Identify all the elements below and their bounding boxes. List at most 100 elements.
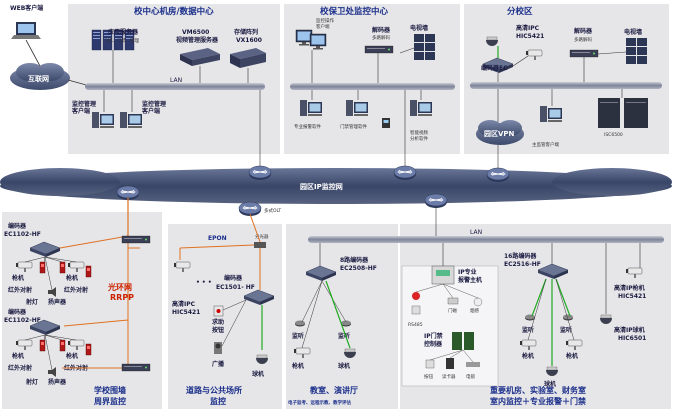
mon-client-2-label-b: 客户端 (141, 107, 160, 115)
road-dots: • • • (196, 279, 212, 286)
campus-gun-2-label: 枪机 (66, 274, 78, 282)
branch-isc-icon (598, 98, 648, 128)
card-reader-label: 读卡器 (442, 373, 456, 380)
rrpp-sub: RRPP (110, 293, 134, 302)
internet-label: 互联网 (28, 74, 49, 83)
campus-gun-3-label: 枪机 (12, 352, 24, 360)
help-button-label: 求助 (212, 318, 224, 326)
door-sensor-icon (447, 297, 459, 305)
data-center-lan-label: LAN (170, 77, 182, 84)
mon-client-1-label: 监控管理 (72, 100, 96, 108)
road-box (168, 224, 282, 409)
lab-pickup-1-label: 监听 (522, 326, 534, 334)
smart-video-label: 智能视频 (410, 129, 428, 136)
storage-label: 存储阵列 (234, 28, 258, 36)
splitter-icon (254, 242, 266, 248)
branch-title: 分校区 (507, 6, 533, 17)
branch-ipc-label: 高清IPC (516, 24, 540, 32)
campus-ir-1-label: 红外对射 (8, 286, 32, 294)
campus-encoder-1-label: 编码器 (8, 222, 27, 230)
mon-station-label: 监控操作 (316, 17, 334, 24)
help-button-icon (213, 305, 224, 317)
internet-cloud-icon (10, 63, 70, 90)
campus-title-2: 周界监控 (94, 396, 126, 406)
tv-wall-label: 电视墙 (410, 24, 428, 32)
campus-speaker-1-label: 扬声器 (48, 298, 67, 306)
security-lan-bar (290, 83, 455, 90)
alarm-software-label: 专业报警软件 (294, 123, 321, 130)
road-ipc-model: HIC5421 (172, 309, 200, 316)
rrpp-label: 光环网 (107, 282, 132, 292)
branch-vpn-cloud-icon (476, 120, 524, 145)
alarm-host-icon (431, 265, 455, 285)
lab-encoder-label: 16路编码器 (504, 252, 537, 260)
hd-dome-label: 高清IP球机 (614, 326, 645, 334)
broadcast-label: 广播 (212, 360, 225, 368)
campus-title-1: 学校围墙 (94, 385, 126, 395)
splitter-label: 分光器 (255, 233, 269, 240)
rs485-label: RS485 (408, 322, 423, 328)
data-center-box (68, 4, 280, 154)
exit-button-icon (425, 359, 435, 369)
classroom-dome-label: 球机 (338, 362, 350, 370)
campus-probe-2-label: 射灯 (25, 378, 38, 386)
broadcast-icon (214, 342, 222, 354)
decoder-icon (364, 45, 394, 54)
hd-gun-label: 高清IP枪机 (614, 284, 645, 292)
vm6500-server-icon (180, 48, 220, 66)
campus-perimeter-box (2, 212, 162, 409)
branch-isc-label: ISC6500 (604, 132, 623, 138)
lab-pickup-1-icon (525, 314, 535, 321)
backbone-switch-5-icon (424, 193, 448, 209)
card-reader-icon (382, 118, 390, 128)
electric-lock-label: 电锁 (466, 373, 475, 380)
security-center-title: 校保卫处监控中心 (320, 6, 389, 17)
alarm-lamp-icon (412, 292, 420, 300)
hd-gun-model: HIC5421 (618, 293, 646, 300)
road-encoder-model: EC1501- HF (216, 284, 255, 291)
backbone-switch-3-icon (393, 165, 417, 181)
classroom-box (286, 224, 398, 409)
ip-door-controller-icon (452, 332, 474, 350)
data-center-title: 校中心机房/数据中心 (134, 6, 214, 17)
campus-ir-2-icon (59, 261, 66, 274)
branch-decoder-sub: 多路解码 (574, 36, 592, 43)
classroom-pickup-2-label: 监听 (338, 332, 350, 340)
lab-title-1: 重要机房、实验室、财务室 (490, 385, 586, 395)
lab-dome-label: 球机 (544, 380, 556, 388)
campus-ir-4-icon (39, 339, 46, 352)
bottom-lan-label: LAN (470, 229, 482, 236)
branch-ipc-model: HIC5421 (516, 33, 544, 40)
lab-gun-1-label: 枪机 (522, 352, 534, 360)
campus-ir-2-label: 红外对射 (64, 286, 88, 294)
smoke-sensor-icon (473, 297, 483, 307)
branch-tv-wall-icon (626, 38, 647, 64)
alarm-sensor-icon (411, 305, 421, 315)
rrpp-switch-2-icon (121, 363, 151, 372)
tv-wall-icon (414, 34, 435, 60)
road-dome-label: 球机 (252, 370, 264, 378)
branch-tv-label: 电视墙 (624, 28, 642, 36)
classroom-pickup-1-icon (295, 320, 305, 327)
campus-encoder-2-model: EC1102-HF (4, 317, 41, 324)
classroom-title-2: 电子监考、远程示教、教学评估 (288, 399, 351, 406)
road-ipc-label: 高清IPC (172, 300, 196, 308)
campus-ir-6-icon (85, 343, 92, 356)
backbone-label: 园区IP监控网 (300, 182, 343, 191)
campus-gun-4-label: 枪机 (66, 352, 78, 360)
lab-pickup-2-label: 监听 (560, 326, 572, 334)
campus-ir-4-label: 红外对射 (8, 364, 32, 372)
branch-encoder-label: 编码器EC (481, 64, 508, 72)
campus-ir-1-icon (39, 261, 46, 274)
campus-probe-1-label: 射灯 (25, 298, 38, 306)
backbone-switch-2-icon (248, 165, 272, 181)
data-center-lan-bar (85, 83, 265, 90)
road-title-1: 道路与公共场所 (186, 385, 242, 395)
backbone-switch-1-icon (116, 185, 140, 201)
security-center-box (284, 4, 460, 154)
branch-vpn-label: 园区VPN (484, 129, 515, 138)
app-server-sub: 门禁、门禁、管理 (103, 37, 139, 44)
door-sensor-label: 门磁 (448, 307, 457, 314)
lab-gun-2-label: 枪机 (566, 352, 578, 360)
